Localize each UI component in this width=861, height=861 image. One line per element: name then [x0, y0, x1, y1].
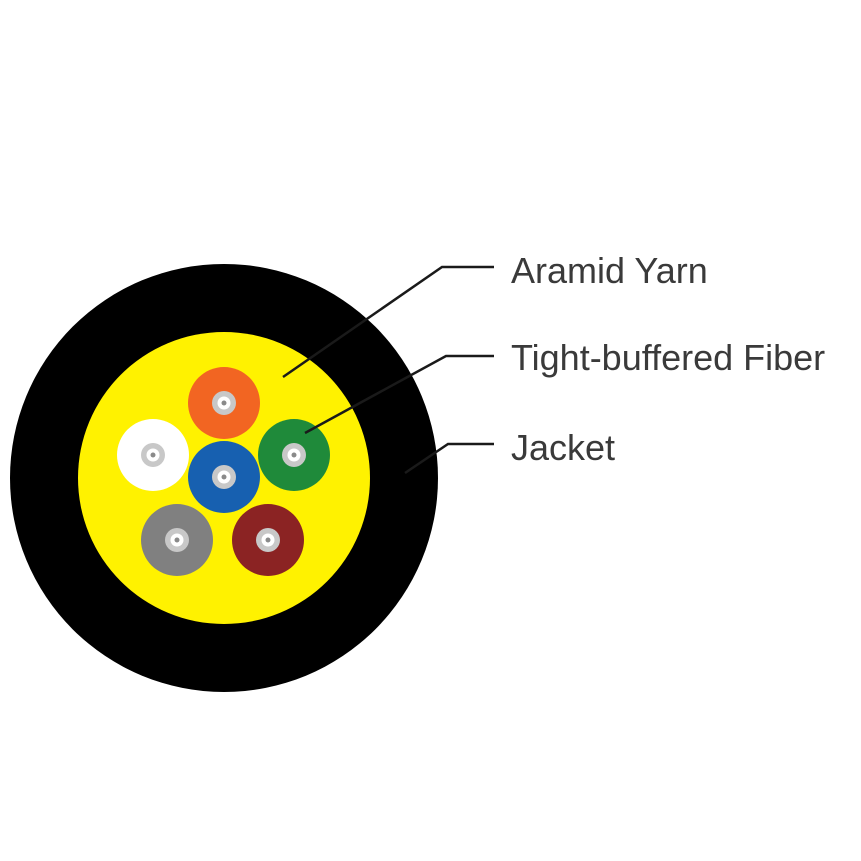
fiber-core-center [265, 537, 271, 543]
leader-line-jacket [404, 442, 494, 475]
label-aramid-yarn: Aramid Yarn [511, 250, 708, 291]
fiber-core-center [174, 537, 180, 543]
fiber-core-center [291, 452, 297, 458]
fiber-white [117, 419, 189, 491]
fiber-core-center [221, 400, 227, 406]
fiber-brown [232, 504, 304, 576]
fiber-orange [188, 367, 260, 439]
fiber-green [258, 419, 330, 491]
label-jacket: Jacket [511, 427, 615, 468]
label-tight-buffered-fiber: Tight-buffered Fiber [511, 337, 825, 378]
fiber-blue [188, 441, 260, 513]
leader-line-aramid-yarn [282, 265, 494, 379]
fiber-gray [141, 504, 213, 576]
fiber-core-center [221, 474, 227, 480]
leader-line-tight-buffered-fiber [304, 354, 494, 435]
fiber-core-center [150, 452, 156, 458]
